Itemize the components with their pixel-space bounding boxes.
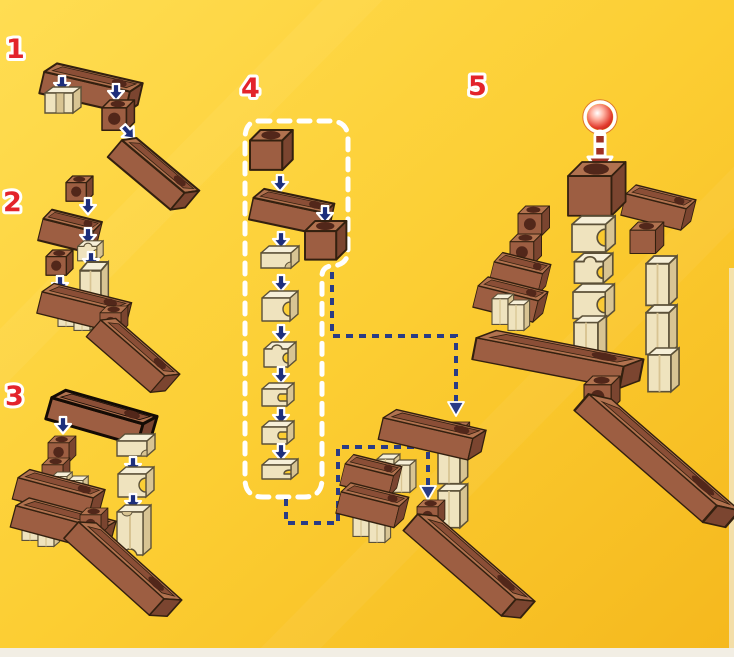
cream-flat-notch-block	[261, 458, 299, 480]
cream-s-block	[263, 341, 297, 368]
cream-s-block	[573, 252, 614, 285]
cream-notch-block	[116, 433, 156, 457]
cream-slot-block	[261, 420, 295, 445]
marble-icon	[587, 104, 613, 130]
background-streak	[251, 166, 734, 657]
grouping-dashed-box	[242, 118, 351, 500]
down-arrow-icon	[419, 485, 437, 501]
cream-column	[644, 303, 679, 356]
step-numbers: 1 2 3 4 5	[0, 31, 490, 415]
hole-cube	[249, 129, 294, 171]
hole-cube	[102, 100, 134, 130]
step-4-number: 4	[241, 73, 260, 104]
cream-grooved-block	[44, 86, 82, 114]
hole-cube	[629, 221, 665, 255]
step-2-number: 2	[3, 187, 22, 218]
connector-path	[284, 445, 430, 525]
cream-u-block	[117, 466, 155, 498]
step-5-number: 5	[468, 71, 487, 102]
step-5-group	[471, 99, 734, 537]
bottom-edge-strip	[0, 648, 734, 657]
connector-lines	[284, 272, 458, 525]
step-4-group	[242, 118, 536, 628]
step-1-number: 1	[6, 34, 25, 65]
cream-u-block	[572, 283, 616, 320]
right-edge-strip	[729, 268, 734, 648]
down-arrow-icon	[447, 401, 465, 417]
step-3-number: 3	[5, 381, 24, 412]
cream-u-block	[261, 290, 299, 322]
hole-cube	[566, 160, 627, 217]
cream-column	[644, 254, 679, 307]
hole-cube	[518, 206, 550, 235]
hole-cube	[304, 220, 348, 261]
cream-column	[507, 299, 531, 332]
cream-column	[647, 347, 680, 393]
hole-cube	[46, 250, 73, 275]
connector-path	[330, 272, 458, 402]
cream-slot-block	[261, 382, 295, 407]
cream-u-block	[571, 215, 617, 253]
cream-notch-block	[260, 245, 300, 269]
